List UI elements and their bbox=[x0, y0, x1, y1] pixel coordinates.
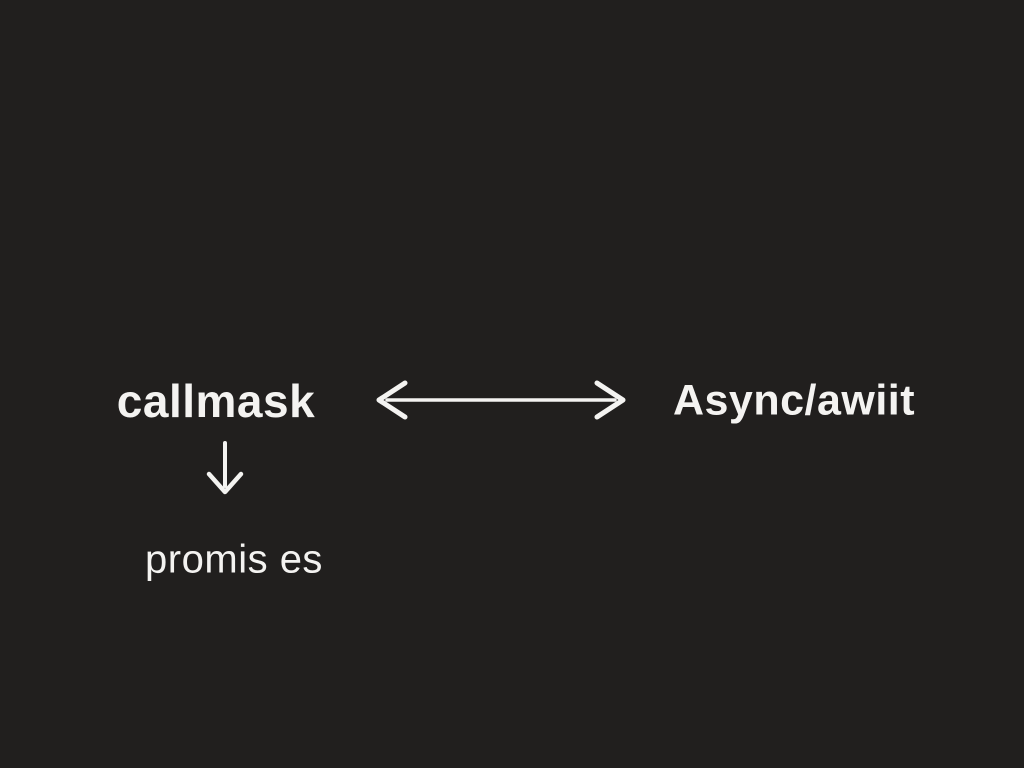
node-callmask: callmask bbox=[116, 375, 316, 427]
down-arrow-icon bbox=[206, 441, 244, 495]
node-promises: promis es bbox=[145, 537, 323, 582]
node-async-await: Async/awiit bbox=[672, 376, 916, 425]
left-right-arrow-icon bbox=[376, 380, 626, 420]
